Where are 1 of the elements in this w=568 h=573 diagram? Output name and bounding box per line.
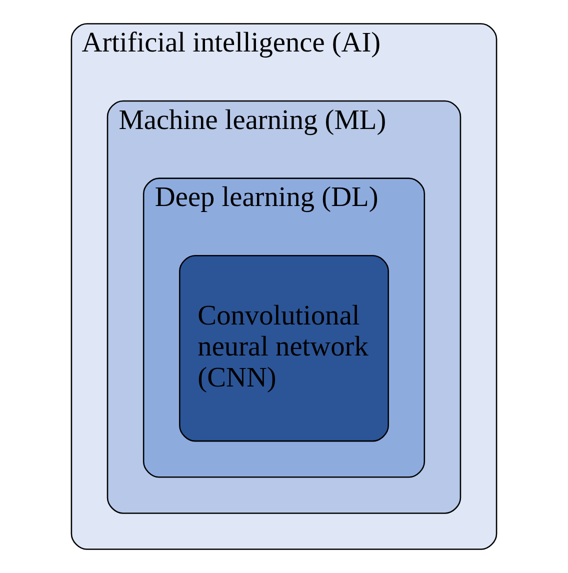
node-box: Convolutional neural network (CNN) <box>179 254 389 442</box>
